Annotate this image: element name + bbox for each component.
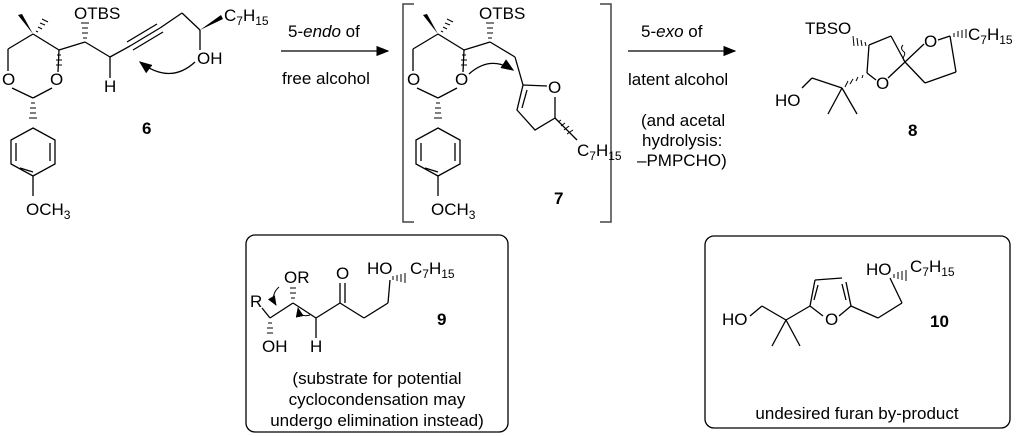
ring-o-label: O bbox=[407, 70, 420, 89]
ring-o-label: O bbox=[876, 74, 889, 93]
chain-label: C7H15 bbox=[968, 25, 1013, 47]
reaction-arrow-1: 5-endo of free alcohol bbox=[281, 22, 390, 88]
caption-line: cyclocondensation may bbox=[289, 390, 466, 409]
ring-o-label: O bbox=[2, 70, 15, 89]
box-frame bbox=[245, 234, 509, 433]
compound-9-bonds bbox=[261, 279, 391, 338]
caption: undesired furan by-product bbox=[755, 404, 958, 423]
hash-bonds bbox=[267, 273, 406, 334]
methoxy-label: OCH3 bbox=[26, 200, 71, 222]
wavy-bond bbox=[901, 44, 906, 63]
hash-bonds bbox=[434, 18, 574, 135]
or-label: OR bbox=[284, 268, 310, 287]
otbs-label: OTBS bbox=[74, 4, 120, 23]
oh-label: OH bbox=[262, 337, 288, 356]
hash-bonds bbox=[29, 18, 89, 119]
arrow-1-top-label: 5-endo of bbox=[288, 22, 360, 41]
chain-label: C7H15 bbox=[910, 257, 955, 279]
arrow-1-bottom-label: free alcohol bbox=[282, 69, 370, 88]
furan-o-label: O bbox=[548, 78, 561, 97]
ho-label: HO bbox=[367, 259, 393, 278]
ketone-o-label: O bbox=[336, 264, 349, 283]
arrow-2-label-line4: –PMPCHO) bbox=[637, 151, 727, 170]
compound-number: 6 bbox=[142, 119, 151, 138]
chain-label: C7H15 bbox=[577, 141, 622, 163]
ring-o-label: O bbox=[455, 70, 468, 89]
methoxy-label: OCH3 bbox=[431, 200, 476, 222]
compound-9-box: R OR O OH H HO C7H15 9 (substrate for po… bbox=[245, 234, 509, 433]
compound-10-bonds bbox=[749, 277, 903, 347]
tbso-label: TBSO bbox=[805, 19, 851, 38]
compound-number: 9 bbox=[437, 310, 446, 329]
compound-10-box: HO O HO C7H15 10 undesired furan by-prod… bbox=[704, 235, 1011, 429]
compound-6: OTBS C7H15 OH H O O OCH3 6 bbox=[2, 4, 269, 222]
h-label: H bbox=[104, 77, 116, 96]
reaction-arrow-2: 5-exo of latent alcohol (and acetal hydr… bbox=[628, 22, 737, 170]
caption-line: (substrate for potential bbox=[292, 369, 461, 388]
ring-o-label: O bbox=[50, 70, 63, 89]
wedge-bond bbox=[423, 14, 438, 34]
oh-label: OH bbox=[197, 49, 223, 68]
otbs-label: OTBS bbox=[479, 4, 525, 23]
r-label: R bbox=[250, 292, 262, 311]
arrow-2-label-line1: latent alcohol bbox=[628, 70, 728, 89]
compound-8: TBSO HO O O C7H15 8 bbox=[775, 19, 1013, 140]
compound-6-bonds bbox=[7, 12, 201, 196]
compound-number: 7 bbox=[554, 189, 563, 208]
box-frame bbox=[704, 235, 1011, 429]
h-label: H bbox=[310, 337, 322, 356]
furan-o-label: O bbox=[825, 310, 838, 329]
wedge-bond bbox=[200, 15, 223, 30]
wedge-bond bbox=[18, 14, 33, 34]
hash-bonds bbox=[844, 29, 967, 88]
left-bracket bbox=[402, 3, 414, 223]
ho-label: HO bbox=[866, 260, 892, 279]
right-bracket bbox=[600, 3, 612, 223]
arrow-2-label-line2: (and acetal bbox=[641, 111, 725, 130]
compound-8-bonds bbox=[801, 35, 957, 115]
ho-label: HO bbox=[775, 91, 801, 110]
arrow-2-top-label: 5-exo of bbox=[641, 22, 703, 41]
arrow-2-label-line3: hydrolysis: bbox=[642, 131, 722, 150]
compound-number: 8 bbox=[908, 121, 917, 140]
ring-o-label: O bbox=[924, 32, 937, 51]
chain-label: C7H15 bbox=[410, 259, 455, 281]
hash-bonds bbox=[893, 270, 907, 281]
ho-label: HO bbox=[722, 310, 748, 329]
compound-number: 10 bbox=[930, 312, 949, 331]
compound-7-bonds bbox=[412, 33, 578, 196]
compound-7: OTBS O O O C7H15 OCH3 7 bbox=[407, 4, 622, 222]
chain-label: C7H15 bbox=[224, 6, 269, 28]
caption-line: undergo elimination instead) bbox=[270, 411, 484, 430]
